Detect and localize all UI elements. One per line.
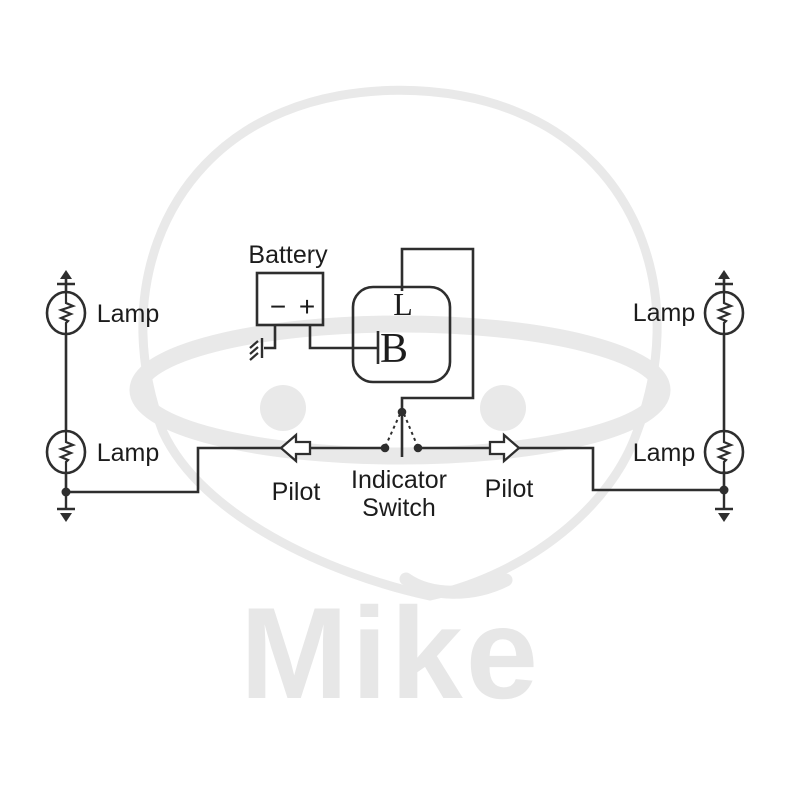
pilot-arrow-left-icon — [279, 432, 312, 464]
relay-terminal-l-label: L — [393, 286, 413, 322]
lamp-filament-top-left — [57, 292, 77, 334]
battery-plus-label: + — [299, 291, 315, 322]
switch-throw-left — [385, 413, 401, 446]
battery-minus-label: − — [270, 291, 286, 322]
watermark-goggles-band — [129, 315, 671, 465]
watermark-text: Mike — [240, 580, 541, 726]
switch-contact-left-dot — [380, 443, 390, 453]
wire-relay-l-to-switch — [400, 247, 475, 457]
lamp-label-top-right: Lamp — [633, 299, 696, 327]
watermark-right-eye — [480, 385, 526, 431]
ground-symbols — [57, 270, 733, 522]
watermark-mouth — [399, 572, 513, 599]
lamp-label-bottom-right: Lamp — [633, 439, 696, 467]
indicator-switch-label-line2: Switch — [362, 494, 436, 522]
ground-battery-icon — [249, 338, 264, 361]
battery-label: Battery — [248, 241, 328, 269]
lamp-filament-bottom-right — [715, 431, 735, 473]
ground-top-left-icon — [57, 270, 75, 286]
pilot-arrows — [279, 432, 521, 464]
watermark-left-eye — [260, 385, 306, 431]
pilot-label-right: Pilot — [485, 475, 534, 503]
watermark-head-outline — [138, 85, 662, 601]
components — [45, 271, 745, 475]
switch-pole-dot — [397, 407, 407, 417]
pilot-arrow-right-icon — [488, 432, 521, 464]
junction-dot-right — [719, 485, 729, 495]
battery-box — [255, 271, 325, 327]
pilot-label-left: Pilot — [272, 478, 321, 506]
switch-throw-right — [403, 413, 418, 446]
indicator-switch — [61, 407, 729, 497]
lamp-label-bottom-left: Lamp — [97, 439, 160, 467]
labels: Battery − + L B Lamp Lamp Lamp Lamp Pilo… — [97, 241, 696, 522]
lamp-filament-bottom-left — [57, 431, 77, 473]
junction-dot-left — [61, 487, 71, 497]
relay-terminal-b-label: B — [380, 326, 408, 372]
ground-bottom-left-icon — [57, 493, 75, 522]
watermark-logo: Mike — [129, 85, 671, 726]
wire-battery-to-relay-b — [308, 325, 377, 350]
relay-box — [351, 285, 452, 384]
indicator-switch-label-line1: Indicator — [351, 466, 447, 494]
lamp-label-top-left: Lamp — [97, 300, 160, 328]
ground-top-right-icon — [715, 270, 733, 286]
wire-battery-negative — [264, 325, 277, 350]
switch-contact-right-dot — [413, 443, 423, 453]
lamp-filament-top-right — [715, 292, 735, 334]
ground-bottom-right-icon — [715, 491, 733, 522]
